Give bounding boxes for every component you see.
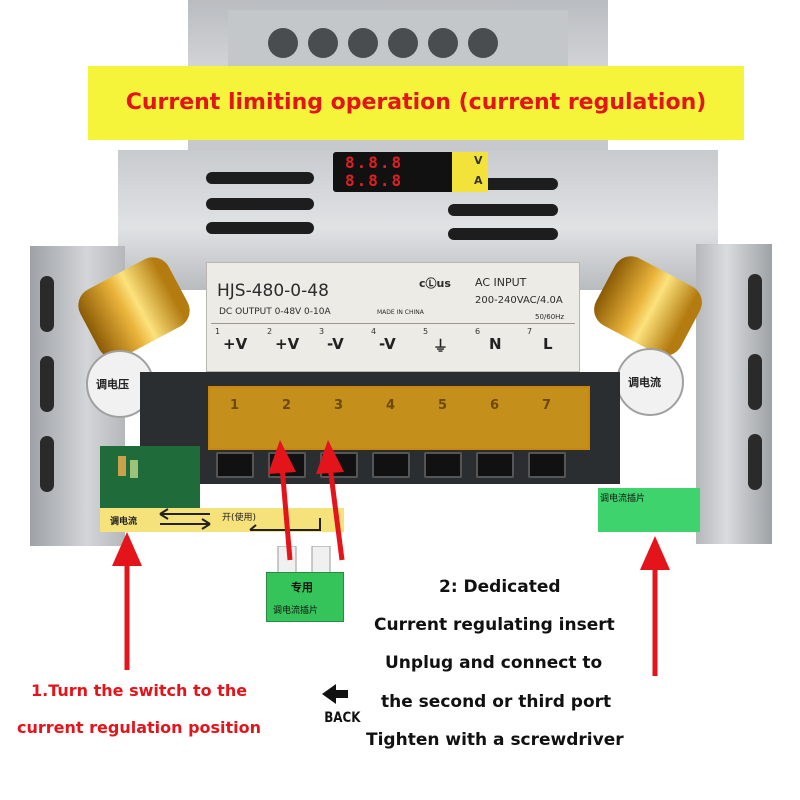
insert-bottom-label: 调电流插片 — [273, 606, 319, 616]
terminal-number: 5 — [423, 327, 429, 336]
terminal-screw[interactable] — [476, 452, 514, 478]
arrow-to-port2-icon — [279, 465, 293, 561]
ac-input-value: 200-240VAC/4.0A — [475, 295, 563, 306]
terminal-screw[interactable] — [216, 452, 254, 478]
terminal-number: 3 — [319, 327, 325, 336]
strip-arrows — [159, 508, 321, 531]
terminal-number: 7 — [527, 327, 533, 336]
terminal-symbol: +V — [223, 335, 248, 353]
arrow-head-icon — [268, 440, 296, 474]
terminal-symbol: -V — [379, 335, 396, 353]
voltage-knob-label: 调电压 — [96, 378, 129, 391]
origin-text: MADE IN CHINA — [377, 309, 424, 316]
terminal-screw[interactable] — [528, 452, 566, 478]
terminal-number: 1 — [215, 327, 221, 336]
terminal-block-number: 4 — [386, 398, 396, 413]
frequency-rating: 50/60Hz — [535, 313, 565, 321]
ac-input-title: AC INPUT — [475, 276, 527, 289]
arrow-to-port3-icon — [327, 465, 345, 561]
resistor — [118, 456, 126, 476]
step2-line: the second or third port — [381, 692, 612, 712]
side-vent — [40, 276, 54, 332]
unit-v-label: V — [474, 154, 483, 167]
strip-arrow-right-icon — [160, 518, 211, 530]
model-number: HJS-480-0-48 — [217, 281, 329, 301]
terminal-block-number: 3 — [334, 398, 344, 413]
unit-a-label: A — [474, 174, 483, 187]
current-adjust-knob[interactable]: 调电流 — [616, 348, 684, 416]
terminal-block-number: 5 — [438, 398, 448, 413]
spec-label: HJS-480-0-48 cⓁus AC INPUT 200-240VAC/4.… — [206, 262, 580, 372]
strip-current-label: 调电流 — [110, 517, 138, 527]
ul-certification-mark: cⓁus — [419, 277, 451, 290]
grille-hole — [468, 28, 498, 58]
terminal-symbol: L — [543, 335, 553, 353]
label-divider — [211, 323, 575, 324]
grille-hole — [348, 28, 378, 58]
terminal-symbol: N — [489, 335, 502, 353]
case-right-side — [696, 244, 772, 544]
insert-prong — [311, 546, 331, 576]
side-vent — [748, 274, 762, 330]
title-banner — [88, 66, 744, 140]
terminal-number: 2 — [267, 327, 273, 336]
side-vent — [748, 354, 762, 410]
voltage-readout: 8.8.8 — [345, 153, 404, 172]
terminal-screw[interactable] — [372, 452, 410, 478]
vent-slot — [206, 198, 314, 210]
arrow-head-icon — [112, 532, 142, 566]
strip-connector-icon — [249, 518, 321, 531]
fan-grille-area — [228, 10, 568, 70]
green-plug-label: 调电流插片 — [600, 494, 646, 504]
step1-line2: current regulation position — [17, 718, 262, 737]
circuit-board — [100, 446, 200, 510]
step1-line1: 1.Turn the switch to the — [31, 681, 248, 700]
arrow-head-icon — [640, 536, 670, 570]
step2-line: Current regulating insert — [374, 615, 615, 635]
insert-top-label: 专用 — [291, 581, 313, 594]
grille-hole — [308, 28, 338, 58]
back-label: BACK — [324, 710, 361, 726]
terminal-symbol: +V — [275, 335, 300, 353]
grille-hole — [268, 28, 298, 58]
terminal-block-number: 6 — [490, 398, 500, 413]
grille-hole — [428, 28, 458, 58]
grille-hole — [388, 28, 418, 58]
step2-line: Unplug and connect to — [385, 653, 603, 673]
current-regulation-plug[interactable] — [598, 488, 700, 532]
side-vent — [748, 434, 762, 490]
side-vent — [40, 436, 54, 492]
arrow-head-icon — [316, 440, 344, 474]
vent-slot — [448, 204, 558, 216]
current-readout: 8.8.8 — [345, 171, 404, 190]
resistor — [130, 460, 138, 478]
mode-switch-strip[interactable]: 调电流 开(使用) — [100, 508, 344, 532]
current-knob-label: 调电流 — [628, 376, 661, 389]
unit-indicator-tag: V A — [452, 152, 488, 192]
terminal-block-number: 1 — [230, 398, 240, 413]
terminal-cover — [208, 386, 590, 450]
dedicated-current-insert[interactable]: 专用 调电流插片 — [266, 572, 344, 622]
ground-symbol: ⏚ — [433, 337, 449, 355]
step2-line: Tighten with a screwdriver — [366, 730, 624, 750]
terminal-screw[interactable] — [424, 452, 462, 478]
strip-on-label: 开(使用) — [222, 513, 257, 523]
strip-arrow-left-icon — [159, 508, 210, 520]
vent-slot — [448, 228, 558, 240]
banner-title: Current limiting operation (current regu… — [125, 90, 707, 115]
dc-output-rating: DC OUTPUT 0-48V 0-10A — [219, 307, 331, 317]
back-arrow-icon — [322, 684, 348, 704]
vent-slot — [206, 172, 314, 184]
vent-slot — [206, 222, 314, 234]
step2-line: 2: Dedicated — [439, 577, 561, 597]
terminal-block-number: 7 — [542, 398, 552, 413]
terminal-symbol: -V — [327, 335, 344, 353]
terminal-number: 4 — [371, 327, 377, 336]
terminal-number: 6 — [475, 327, 481, 336]
side-vent — [40, 356, 54, 412]
terminal-block-number: 2 — [282, 398, 292, 413]
